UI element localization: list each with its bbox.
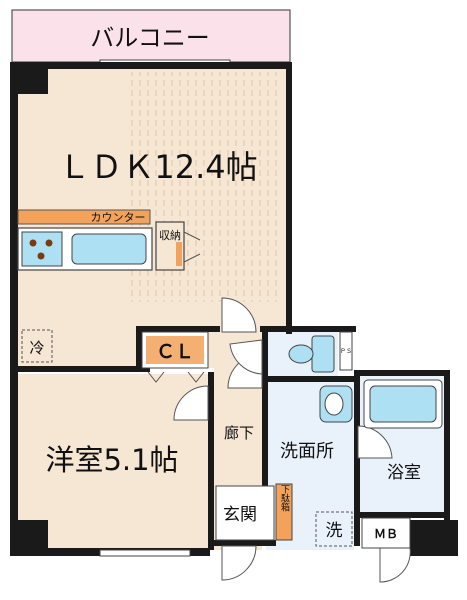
closet-door-icon bbox=[147, 371, 205, 383]
washroom-label: 洗面所 bbox=[280, 441, 334, 462]
bathtub-basin bbox=[369, 385, 437, 423]
wall-right-ldk bbox=[286, 62, 292, 334]
western-room-floor bbox=[18, 374, 208, 550]
wall-ldk-western bbox=[10, 366, 150, 372]
fridge-label: 冷 bbox=[29, 339, 44, 357]
meter-box-label: ＭＢ bbox=[374, 527, 398, 541]
closet-fill bbox=[146, 336, 204, 364]
wall-entry-bottom bbox=[214, 540, 276, 546]
door-ldk bbox=[221, 297, 257, 333]
shoe-box-label: 下駄箱 bbox=[279, 485, 290, 513]
wall-left bbox=[10, 62, 18, 556]
wall-western-hall bbox=[208, 372, 214, 550]
wall-corner-bl bbox=[10, 520, 48, 556]
western-room-label: 洋室5.1帖 bbox=[45, 443, 178, 477]
wall-corner-tl bbox=[10, 62, 48, 94]
door-toilet bbox=[229, 339, 263, 375]
washer-label: 洗 bbox=[326, 521, 343, 541]
wall-closet-left bbox=[136, 326, 142, 372]
hallway-label: 廊下 bbox=[224, 424, 254, 442]
wall-top-service bbox=[260, 326, 356, 332]
door-western bbox=[173, 385, 209, 421]
meter-box bbox=[361, 517, 411, 549]
closet-label: ＣＬ bbox=[156, 341, 194, 363]
wall-top bbox=[10, 62, 292, 69]
storage-label: 収納 bbox=[159, 229, 181, 242]
ldk-label: ＬＤＫ12.4帖 bbox=[58, 148, 257, 186]
wall-ldk-hall bbox=[136, 326, 220, 332]
bathroom-label: 浴室 bbox=[387, 463, 421, 483]
door-bathroom bbox=[357, 425, 393, 459]
counter-bar bbox=[17, 209, 151, 225]
storage-door-swing bbox=[183, 231, 201, 263]
wall-mb bbox=[360, 512, 450, 518]
fridge-space bbox=[21, 329, 53, 363]
wall-top-bath bbox=[354, 370, 450, 376]
stove-top bbox=[21, 231, 63, 267]
pipe-space bbox=[339, 331, 353, 371]
burner-icon bbox=[37, 252, 45, 260]
washer-space bbox=[315, 511, 353, 547]
ldk-floor-grain bbox=[130, 72, 280, 302]
entrance-label: 玄関 bbox=[223, 505, 257, 525]
door-entrance bbox=[221, 545, 257, 581]
wall-hall-wet bbox=[262, 326, 268, 506]
pipe-space-label: ＰＳ bbox=[340, 348, 352, 355]
wall-toilet-wash bbox=[262, 376, 354, 382]
burner-icon bbox=[29, 239, 37, 247]
balcony-label: バルコニー bbox=[90, 24, 210, 52]
storage-shelf bbox=[176, 242, 182, 266]
shoe-box bbox=[275, 483, 293, 541]
counter-label: カウンター bbox=[91, 211, 146, 224]
toilet-bowl-icon bbox=[288, 344, 314, 364]
wall-right-service bbox=[444, 372, 450, 522]
balcony-area bbox=[11, 9, 291, 63]
basin-bowl-icon bbox=[324, 392, 344, 416]
entrance-area bbox=[215, 485, 275, 541]
toilet-tank bbox=[311, 335, 335, 373]
western-window bbox=[99, 549, 191, 557]
wall-wash-bath bbox=[354, 376, 360, 546]
wall-corner-br bbox=[410, 520, 458, 556]
burner-icon bbox=[45, 239, 53, 247]
kitchen-sink bbox=[71, 233, 147, 265]
door-mb bbox=[379, 547, 411, 583]
